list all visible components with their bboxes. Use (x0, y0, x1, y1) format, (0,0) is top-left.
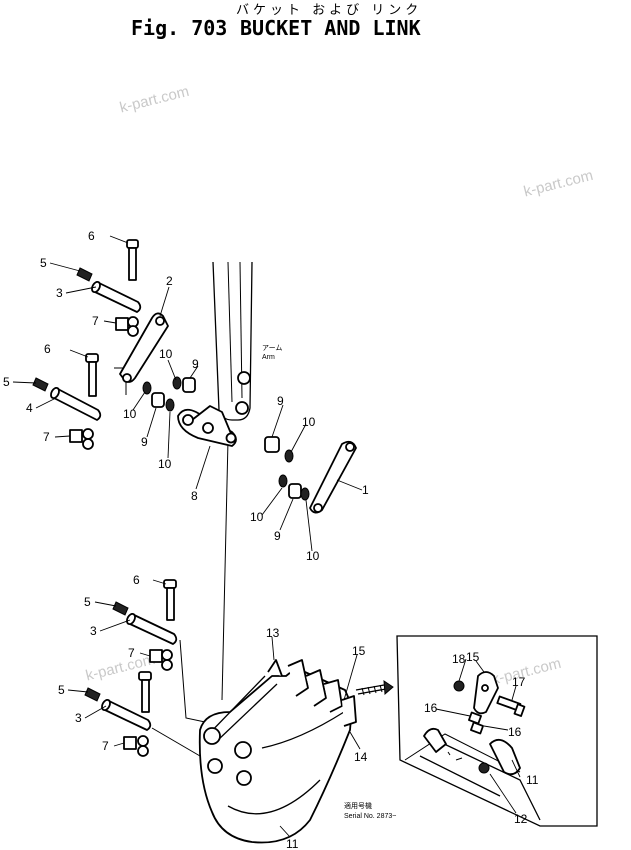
callout-number: 5 (3, 375, 10, 389)
bushing (182, 377, 196, 393)
washer-set (115, 316, 139, 337)
figure-title-japanese: バケット および リンク (236, 3, 423, 18)
grease-fitting (112, 601, 129, 616)
callout-number: 12 (514, 812, 528, 826)
seal (142, 381, 152, 395)
serial-note-japanese: 適用号機 (344, 801, 372, 810)
grease-fitting (84, 687, 101, 702)
callout-number: 11 (286, 837, 299, 850)
serial-note: Serial No. 2873~ (344, 813, 396, 820)
callout-number: 10 (302, 415, 316, 429)
callout-number: 6 (44, 342, 51, 356)
callout-number: 10 (123, 407, 137, 421)
callout-number: 9 (274, 529, 281, 543)
callout-number: 7 (128, 646, 135, 660)
callout-number: 2 (166, 274, 173, 288)
bucket (198, 659, 357, 844)
link-1 (309, 440, 357, 514)
figure-title: BUCKET AND LINK (240, 16, 421, 40)
detail-arrow (355, 680, 394, 696)
washer-set (69, 428, 94, 450)
callout-number: 10 (250, 510, 264, 524)
pin (91, 280, 142, 313)
callout-number: 1 (362, 483, 369, 497)
callout-number: 7 (102, 739, 109, 753)
seal (300, 487, 310, 501)
callout-number: 5 (84, 595, 91, 609)
assembly-guide-line (151, 727, 201, 757)
callout-number: 13 (266, 626, 280, 640)
detail-inset (396, 635, 598, 827)
seal (278, 474, 288, 488)
pin (50, 386, 102, 421)
callout-number: 8 (191, 489, 198, 503)
callout-number: 7 (92, 314, 99, 328)
link-2 (119, 312, 169, 383)
callout-number: 9 (192, 357, 199, 371)
seal (284, 449, 294, 463)
grease-fitting (32, 377, 49, 392)
callout-number: 15 (352, 644, 366, 658)
callout-number: 5 (40, 256, 47, 270)
link-8 (177, 405, 237, 447)
callout-number: 16 (508, 725, 522, 739)
bushing (288, 483, 302, 499)
callout-number: 18 (452, 652, 466, 666)
bolt (126, 239, 139, 281)
pin (126, 612, 178, 645)
bolt (163, 579, 177, 621)
callout-number: 10 (159, 347, 173, 361)
callout-number: 5 (58, 683, 65, 697)
callout-number: 6 (88, 229, 95, 243)
bolt (138, 671, 152, 713)
callout-number: 15 (466, 650, 480, 664)
callout-number: 9 (141, 435, 148, 449)
grease-fitting (76, 267, 93, 282)
callout-number: 3 (75, 711, 82, 725)
assembly-guide-line (179, 639, 206, 723)
seal (165, 398, 175, 412)
bushing (264, 436, 280, 453)
callout-number: 3 (56, 286, 63, 300)
callout-number: 4 (26, 401, 33, 415)
washer-set (149, 649, 173, 671)
arm-label: Arm (262, 354, 275, 361)
bushing (151, 392, 165, 408)
callout-numbers: 1 2 3 3 3 4 5 5 5 5 6 6 6 7 7 7 7 8 9 9 … (3, 229, 539, 850)
callout-number: 10 (158, 457, 172, 471)
callout-number: 11 (526, 773, 539, 787)
callout-number: 16 (424, 701, 438, 715)
callout-number: 3 (90, 624, 97, 638)
callout-number: 10 (306, 549, 320, 563)
callout-number: 7 (43, 430, 50, 444)
washer-set (123, 735, 149, 757)
arm-label-japanese: アーム (262, 344, 282, 352)
callout-leaders (12, 235, 521, 838)
assembly-guide-line (221, 439, 229, 701)
callout-number: 9 (277, 394, 284, 408)
callout-number: 17 (512, 675, 526, 689)
seal (172, 376, 182, 390)
bolt (85, 353, 99, 397)
callout-number: 14 (354, 750, 368, 764)
arm (212, 261, 253, 421)
callout-number: 6 (133, 573, 140, 587)
figure-number: Fig. 703 (131, 16, 228, 40)
